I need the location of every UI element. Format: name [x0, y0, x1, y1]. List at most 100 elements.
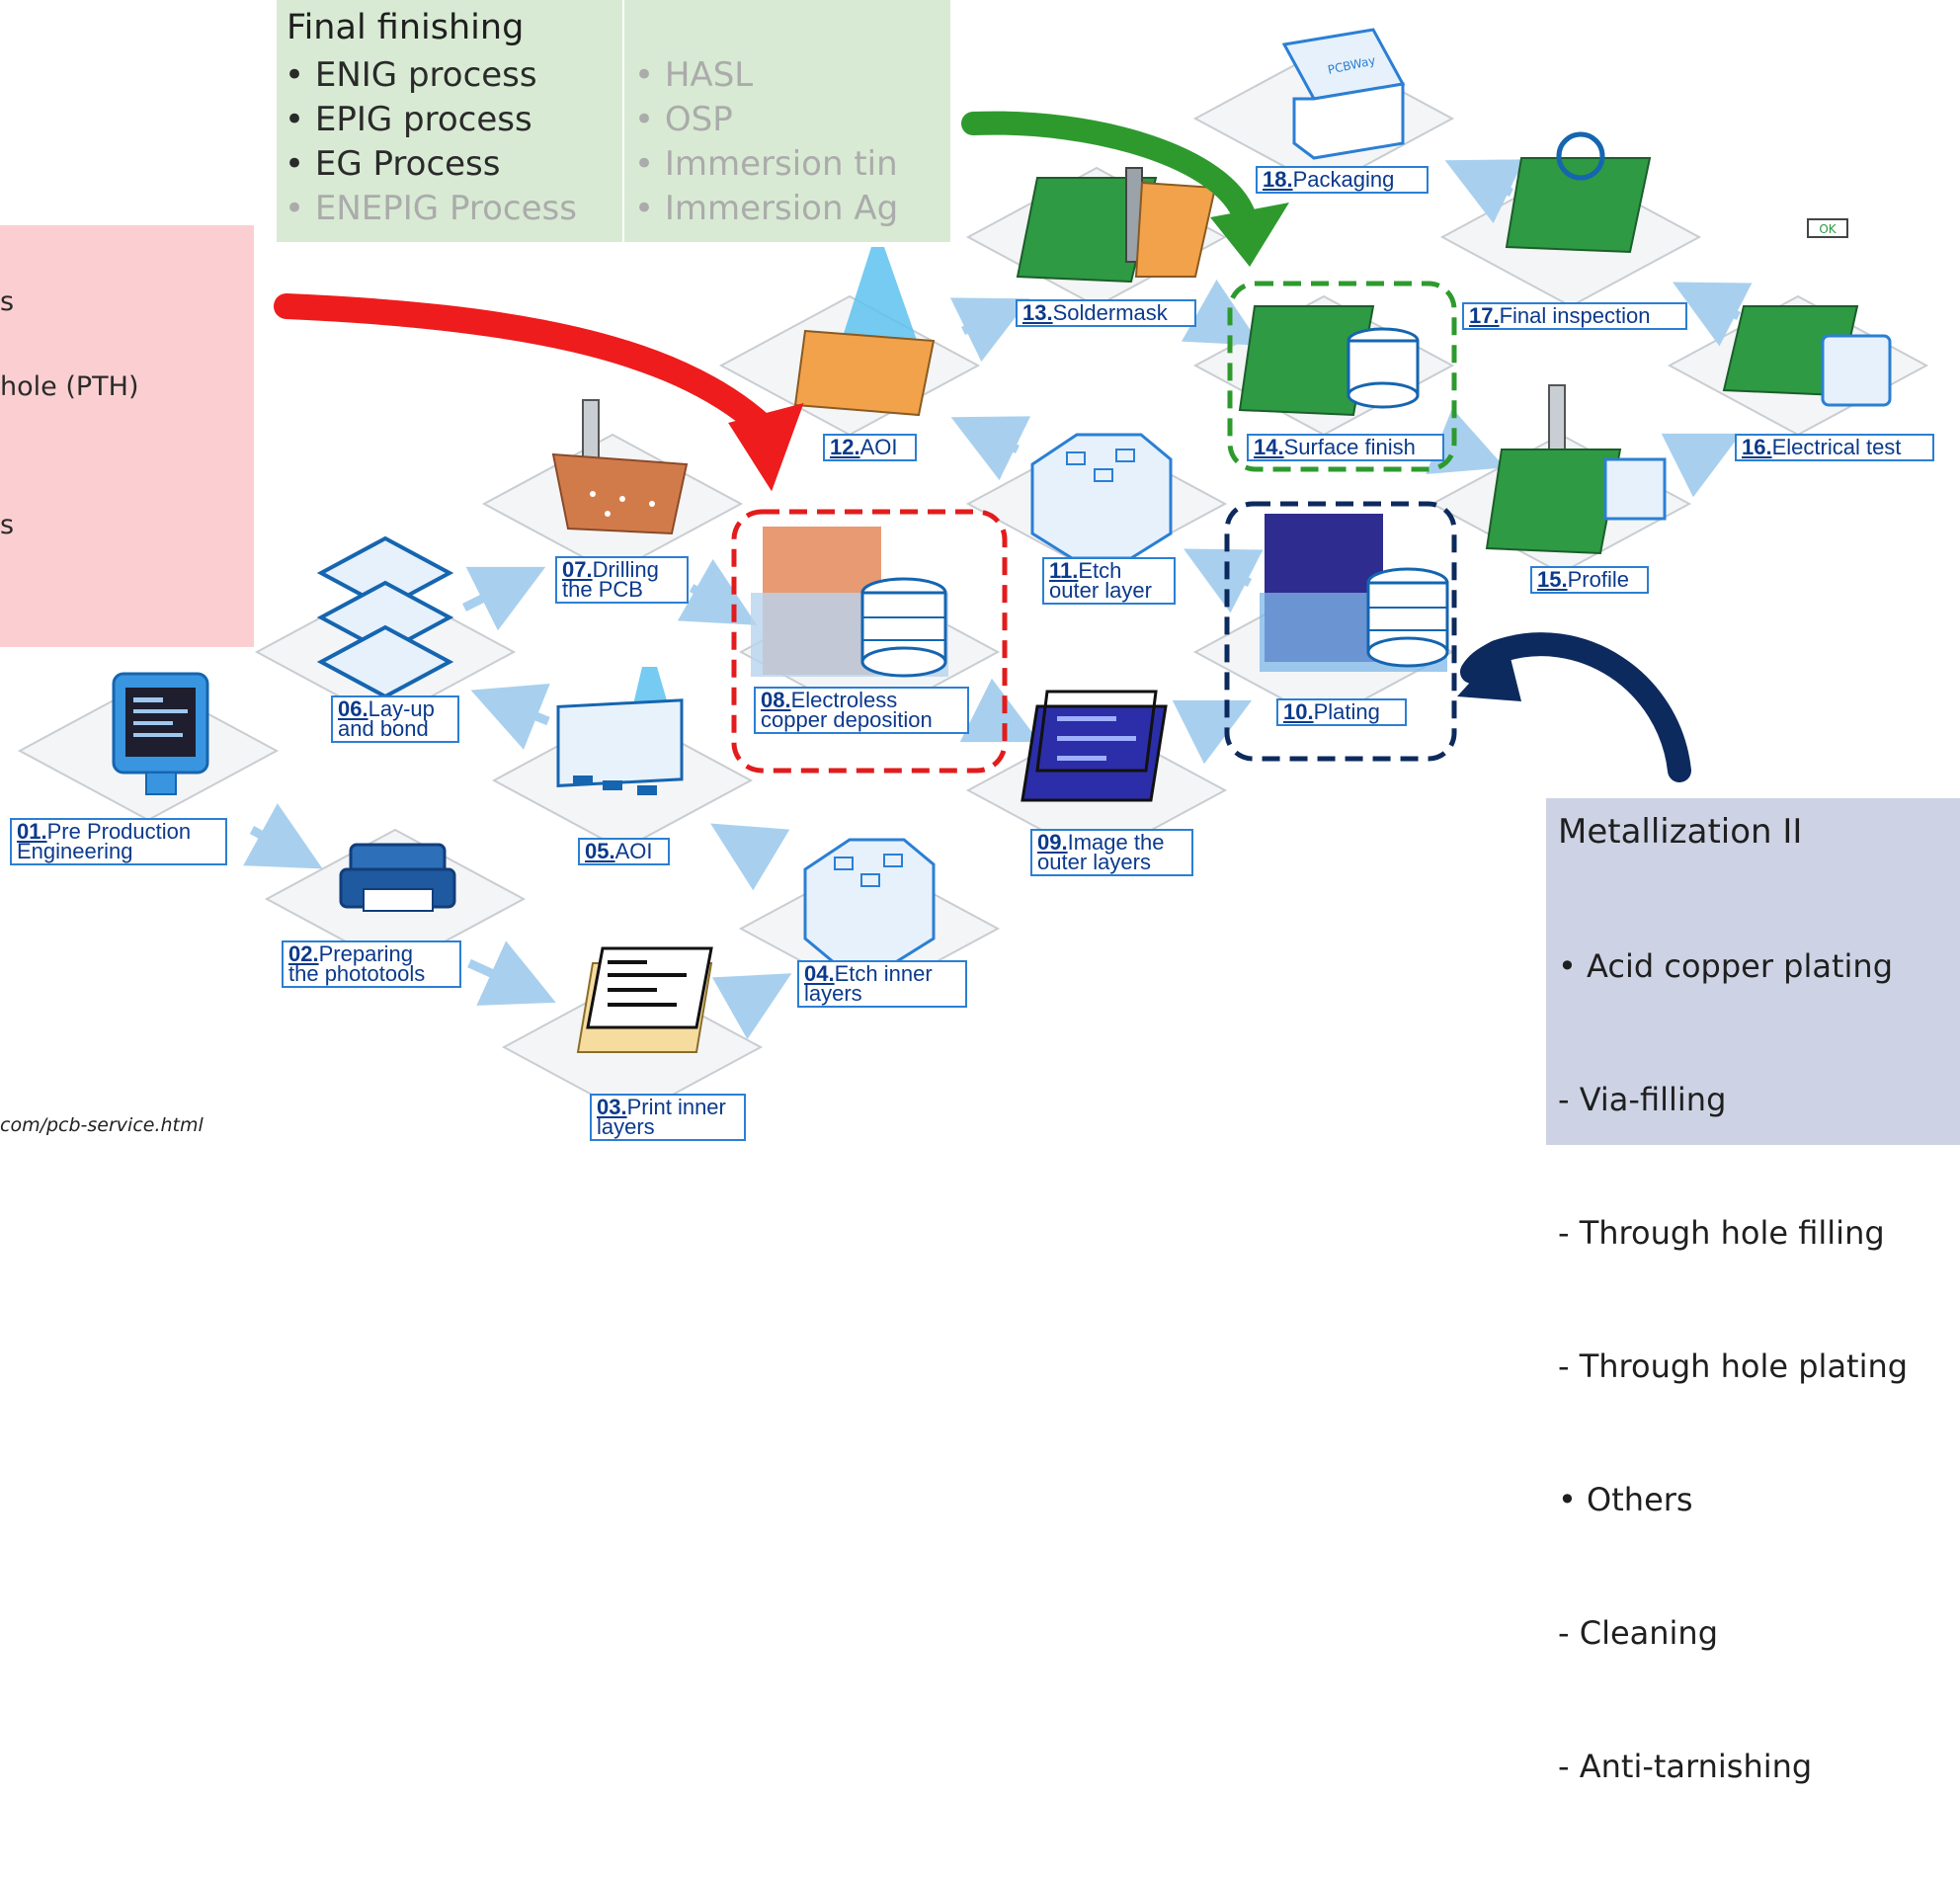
plating-tank-icon: [1260, 514, 1449, 672]
highlight-box-electroless: [731, 509, 1008, 774]
step-title: Preparing: [318, 941, 413, 966]
finish-item: • HASL: [634, 55, 754, 95]
step-title-line2: layers: [804, 981, 862, 1006]
metallization-II-item: - Via-filling: [1558, 1081, 1727, 1118]
step-number: 14.: [1254, 435, 1284, 459]
film-layers-icon: [576, 946, 713, 1053]
monitor-icon: [112, 672, 209, 795]
step-number: 12.: [830, 435, 860, 459]
electrical-test-icon: OK: [1722, 218, 1892, 407]
finish-item: • ENEPIG Process: [285, 189, 577, 228]
metallization-I-fragment: hole (PTH): [0, 371, 139, 402]
step-title-line2: the PCB: [562, 577, 643, 602]
step-title: Etch: [1078, 558, 1122, 583]
navy-callout-arrow: [1457, 632, 1691, 782]
step-title: Etch inner: [834, 961, 933, 986]
printer-icon: [339, 843, 456, 912]
panel-divider: [622, 0, 624, 242]
step-title-line2: Engineering: [17, 839, 133, 863]
metallization-II-title: Metallization II: [1558, 812, 1803, 852]
step-number: 15.: [1537, 567, 1568, 592]
layer-stack-icon: [316, 535, 454, 699]
etch-block-icon: [803, 838, 936, 965]
flow-arrow-07-08: [677, 558, 758, 625]
step-number: 13.: [1022, 300, 1053, 325]
flow-arrow-10-11: [1183, 548, 1264, 613]
step-number: 08.: [761, 688, 791, 712]
step-label-18: 18.Packaging: [1256, 166, 1429, 194]
step-number: 06.: [338, 696, 368, 721]
metallization-II-item: - Through hole plating: [1558, 1347, 1909, 1385]
metallization-II-item: - Anti-tarnishing: [1558, 1748, 1813, 1785]
magnifier-inspection-icon: [1505, 131, 1652, 254]
finish-item: • Immersion tin: [634, 144, 898, 184]
step-number: 03.: [597, 1095, 627, 1119]
final-finishing-panel: Final finishing • ENIG process • EPIG pr…: [277, 0, 950, 242]
step-title-line2: and bond: [338, 716, 429, 741]
step-title-line2: copper deposition: [761, 707, 933, 732]
step-title: AOI: [859, 435, 898, 459]
step-title: Pre Production: [46, 819, 192, 844]
etch-outer-block-icon: [1030, 433, 1173, 560]
metallization-I-panel: s hole (PTH) s: [0, 225, 254, 647]
flow-arrow-13-14: [1181, 279, 1262, 346]
step-title: Surface finish: [1283, 435, 1416, 459]
flow-arrow-09-10: [1172, 699, 1253, 765]
step-label-05: 05.AOI: [578, 838, 670, 865]
soldermask-board-icon: [1016, 167, 1217, 284]
step-number: 07.: [562, 557, 593, 582]
step-label-10: 10.Plating: [1276, 698, 1407, 726]
profile-router-icon: [1485, 384, 1667, 555]
step-title: AOI: [614, 839, 653, 863]
flow-arrow-05-06: [470, 683, 550, 750]
green-callout-arrow: [961, 111, 1289, 267]
step-title-line2: the phototools: [288, 961, 426, 986]
step-title: Electrical test: [1771, 435, 1902, 459]
step-number: 11.: [1049, 558, 1079, 583]
step-label-14: 14.Surface finish: [1247, 434, 1444, 461]
step-title-line2: outer layers: [1037, 850, 1151, 874]
finish-list-secondary: • HASL • OSP • Immersion tin • Immersion…: [634, 53, 898, 231]
flow-arrow-17-18: [1444, 159, 1525, 224]
drill-icon: [551, 399, 689, 535]
source-url-text: com/pcb-service.html: [0, 1114, 204, 1136]
step-title: Lay-up: [368, 696, 435, 721]
finish-item: • ENIG process: [285, 55, 537, 95]
step-label-12: 12.AOI: [823, 434, 917, 461]
flow-arrow-06-07: [461, 566, 546, 631]
finish-item: • OSP: [634, 100, 733, 139]
metallization-II-item: - Cleaning: [1558, 1614, 1719, 1652]
surface-finish-icon: [1238, 305, 1420, 417]
metallization-II-panel: Metallization II • Acid copper plating -…: [1546, 798, 1960, 1785]
step-title-line2: outer layer: [1049, 578, 1152, 603]
electroless-tank-icon: [751, 527, 948, 678]
step-title-line2: layers: [597, 1114, 655, 1139]
step-title: Soldermask: [1052, 300, 1168, 325]
metallization-II-list: • Acid copper plating - Via-filling - Th…: [1558, 856, 1908, 1878]
step-label-16: 16.Electrical test: [1735, 434, 1934, 461]
flow-arrow-15-16: [1661, 433, 1742, 498]
step-number: 04.: [804, 961, 835, 986]
step-label-15: 15.Profile: [1530, 566, 1649, 594]
metallization-I-fragment: s: [0, 286, 15, 317]
metallization-I-fragment: s: [0, 510, 15, 540]
step-title: Final inspection: [1499, 303, 1651, 328]
step-title: Profile: [1567, 567, 1629, 592]
step-number: 02.: [288, 941, 319, 966]
flow-arrow-01-02: [243, 803, 323, 869]
highlight-box-plating: [1224, 501, 1457, 762]
ok-badge: OK: [1819, 222, 1837, 236]
flow-arrow-04-05: [710, 823, 790, 891]
final-finishing-title: Final finishing: [286, 8, 525, 47]
finish-item: • Immersion Ag: [634, 189, 899, 228]
aoi-inspection-icon: [556, 667, 684, 795]
flow-arrow-16-17: [1672, 282, 1753, 347]
flow-arrows: [243, 159, 1753, 1040]
